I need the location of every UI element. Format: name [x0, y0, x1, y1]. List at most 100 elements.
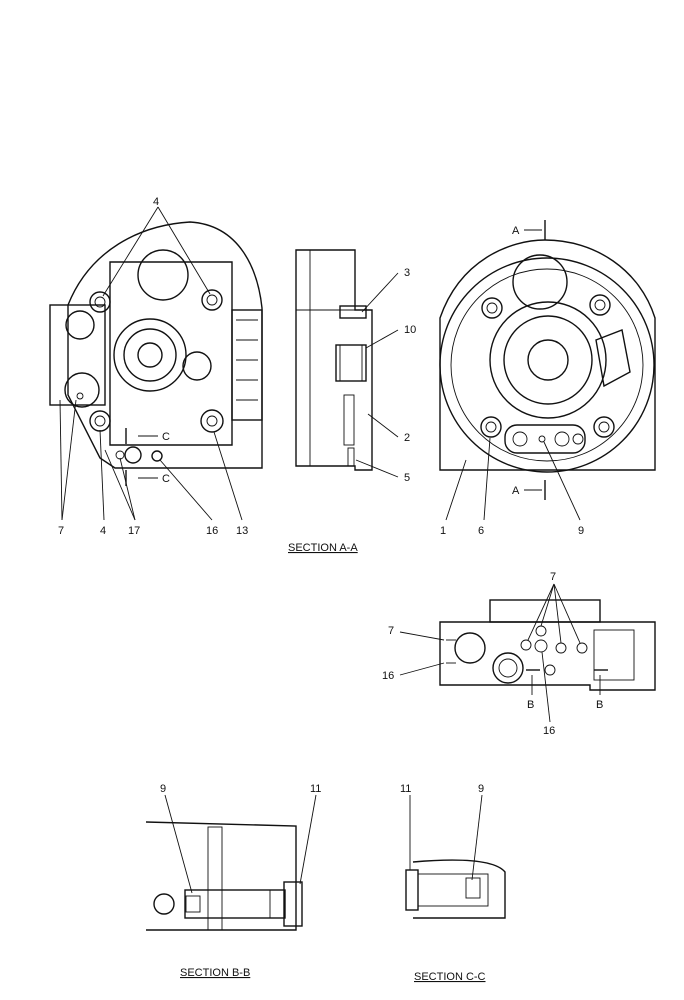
side-pin [339, 305, 367, 319]
plan-plug [555, 642, 567, 654]
callout-17: 17 [128, 525, 140, 537]
front-bolt-top-left-head [94, 296, 106, 308]
callout-2: 2 [404, 432, 410, 444]
leader-2 [367, 413, 399, 438]
leader-3 [361, 272, 399, 313]
leader-4-c [99, 429, 105, 521]
side-housing-outline [295, 249, 373, 471]
callout-4-bottom: 4 [100, 525, 106, 537]
leader-7-p2 [553, 583, 562, 644]
plan-plug [576, 642, 588, 654]
leader-9-bb [164, 794, 193, 894]
front-plug-16 [151, 450, 163, 462]
callout-11-bb: 11 [310, 783, 321, 795]
rear-bolt-bottom-left-head [485, 421, 497, 433]
section-bb-insert-9 [185, 895, 201, 913]
leader-4-a [102, 206, 159, 297]
leader-7-p4 [527, 583, 555, 641]
rear-shaft-bore [527, 339, 569, 381]
leader-16-side [399, 662, 445, 676]
callout-6: 6 [478, 525, 484, 537]
front-housing-outline [67, 221, 263, 469]
section-cc-insert-9 [465, 877, 481, 899]
front-port-small [182, 351, 212, 381]
cut-label-c-top: C [162, 431, 170, 443]
callout-5: 5 [404, 472, 410, 484]
rear-bolt-bottom-right [593, 416, 615, 438]
leader-9-cc [471, 794, 483, 881]
front-bolt-top-right-head [206, 294, 218, 306]
plan-body-outline [439, 621, 656, 691]
plan-plug [520, 639, 532, 651]
cut-label-a-bottom: A [512, 485, 520, 497]
front-rotor-inner [123, 328, 177, 382]
rear-bolt-top-left-head [486, 302, 498, 314]
rear-strip-port [512, 431, 528, 447]
section-cc-plug-11 [405, 869, 419, 911]
leader-6 [483, 437, 491, 521]
rear-bolt-bottom-right-head [598, 421, 610, 433]
front-right-flange [231, 309, 263, 421]
rear-housing-outline [439, 239, 656, 471]
rear-rotor-mid [503, 315, 593, 405]
side-view: 3 10 2 5 [295, 249, 416, 484]
leader-10 [365, 329, 399, 349]
front-left-boss [49, 304, 106, 406]
rear-strip-plug-9 [538, 435, 546, 443]
callout-16-plan-side: 16 [382, 670, 394, 682]
leader-7-a [61, 399, 77, 521]
rear-port-large [512, 254, 568, 310]
rear-view: A A 1 6 9 [439, 220, 656, 537]
callout-13: 13 [236, 525, 248, 537]
rear-strip-port [554, 431, 570, 447]
callout-11-cc: 11 [400, 783, 411, 795]
front-bolt-bottom-left [89, 410, 111, 432]
plan-plug [535, 625, 547, 637]
rear-flange-inner [450, 268, 644, 462]
leader-16 [159, 459, 213, 521]
cut-label-c-bottom: C [162, 473, 170, 485]
leader-17-a [119, 457, 136, 521]
front-port-large [137, 249, 189, 301]
callout-9: 9 [578, 525, 584, 537]
front-rotor-outer [113, 318, 187, 392]
rear-bolt-top-right [589, 294, 611, 316]
side-plunger [343, 394, 355, 446]
leader-7-p1 [540, 583, 555, 627]
rear-bolt-top-right-head [594, 299, 606, 311]
callout-1: 1 [440, 525, 446, 537]
leader-7-b [59, 399, 63, 521]
rear-strip-port [572, 433, 584, 445]
front-plug [76, 392, 84, 400]
side-coupling [335, 344, 367, 382]
section-bb-body [145, 821, 297, 931]
front-bolt-top-left [89, 291, 111, 313]
section-bb-bore [184, 889, 286, 919]
leader-7-p3 [553, 583, 581, 644]
plan-plug [544, 664, 556, 676]
leader-1 [445, 459, 467, 521]
rear-bolt-bottom-left [480, 416, 502, 438]
plan-view: B B 7 7 16 16 [382, 571, 656, 737]
callout-10: 10 [404, 324, 416, 336]
front-shaft-bore [137, 342, 163, 368]
section-bb-ball [153, 893, 175, 915]
leader-9 [543, 441, 581, 521]
callout-16: 16 [206, 525, 218, 537]
rear-port-strip [504, 424, 586, 454]
cut-label-b-left: B [527, 699, 534, 711]
leader-17-b [104, 449, 136, 521]
front-port-left [65, 310, 95, 340]
title-section-bb: SECTION B-B [180, 967, 250, 979]
callout-9-cc: 9 [478, 783, 484, 795]
leader-13 [213, 431, 243, 521]
front-bolt-top-right [201, 289, 223, 311]
plan-plug-16 [534, 639, 548, 653]
leader-11-bb [299, 794, 317, 885]
front-bolt-bottom-left-head [94, 415, 106, 427]
front-bolt-bottom-right-head [206, 415, 218, 427]
callout-7-plan-top: 7 [550, 571, 556, 583]
title-section-cc: SECTION C-C [414, 971, 486, 983]
